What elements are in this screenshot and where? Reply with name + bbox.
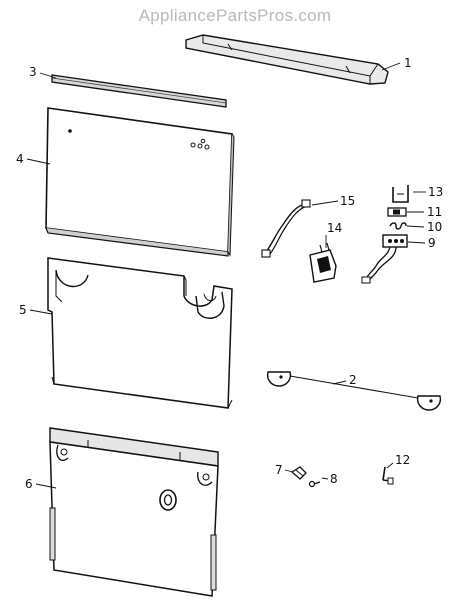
part-label-15: 15 (340, 194, 355, 208)
part-label-8: 8 (330, 472, 338, 486)
site-watermark: AppliancePartsPros.com (138, 6, 332, 25)
part-5-inner-door-liner[interactable] (47, 257, 233, 409)
part-3-trim-strip[interactable] (51, 74, 227, 108)
leader-line-6 (35, 483, 57, 489)
part-8-screw[interactable] (308, 480, 321, 488)
part-7-clip[interactable] (290, 466, 307, 480)
part-14-door-latch[interactable] (309, 242, 337, 283)
part-label-14: 14 (327, 221, 342, 235)
leader-line-1 (381, 62, 401, 71)
part-11-switch[interactable] (387, 207, 407, 217)
part-label-1: 1 (404, 56, 412, 70)
part-12-pin[interactable] (382, 466, 394, 485)
leader-line-2 (332, 380, 347, 385)
part-label-6: 6 (25, 477, 33, 491)
part-label-2: 2 (349, 373, 357, 387)
leader-line-4 (26, 158, 51, 165)
part-4-outer-door-panel[interactable] (45, 107, 235, 257)
part-label-9: 9 (428, 236, 436, 250)
part-10-spring[interactable] (389, 222, 407, 230)
part-label-3: 3 (29, 65, 37, 79)
leader-line-15 (311, 200, 339, 206)
part-13-u-bracket[interactable] (392, 185, 409, 203)
leader-line-9 (407, 241, 426, 244)
part-label-5: 5 (19, 303, 27, 317)
leader-line-3 (39, 72, 57, 79)
leader-line-7 (284, 469, 294, 473)
part-label-4: 4 (16, 152, 24, 166)
part-2-brackets[interactable] (266, 371, 442, 411)
part-label-13: 13 (428, 185, 443, 199)
part-6-door-frame[interactable] (49, 427, 219, 597)
part-1-door-handle[interactable] (185, 34, 389, 85)
leader-line-12 (386, 462, 394, 469)
part-label-11: 11 (427, 205, 442, 219)
part-label-12: 12 (395, 453, 410, 467)
part-labels: 1 2 3 4 5 6 7 8 9 10 11 12 13 14 15 (16, 56, 443, 491)
leader-line-5 (29, 309, 53, 315)
part-9-switch-assembly[interactable] (361, 234, 408, 284)
leader-line-8 (321, 477, 329, 480)
part-label-7: 7 (275, 463, 283, 477)
part-label-10: 10 (427, 220, 442, 234)
leader-line-10 (406, 225, 425, 228)
part-15-wire-harness[interactable] (261, 199, 311, 258)
leader-lines (26, 62, 426, 489)
